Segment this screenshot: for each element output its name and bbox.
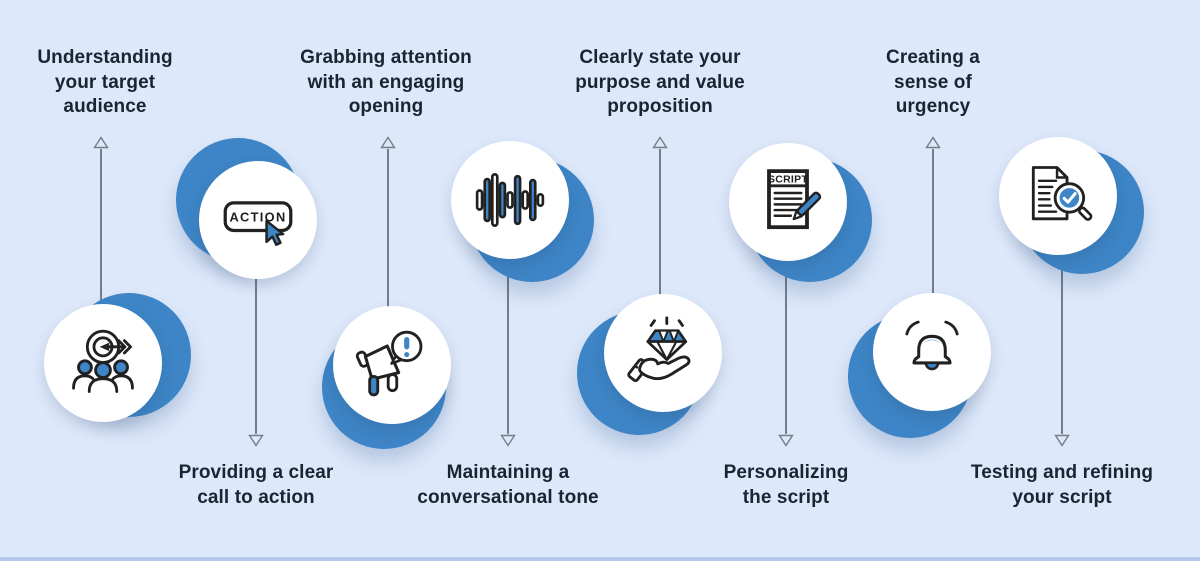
step-4-connector-arrow (500, 266, 516, 447)
step-6-connector-arrow (778, 266, 794, 447)
action-button-label: ACTION (229, 209, 286, 224)
step-1-icon-circle (44, 304, 162, 422)
arrow-up-icon (925, 136, 941, 149)
arrow-up-icon (652, 136, 668, 149)
arrow-down-icon (778, 434, 794, 447)
step-3-label: Grabbing attention with an engaging open… (300, 47, 472, 117)
voice-waveform-icon (475, 173, 545, 227)
step-1-label: Understanding your target audience (37, 47, 173, 117)
step-5-label: Clearly state your purpose and value pro… (575, 47, 745, 117)
arrow-up-icon (380, 136, 396, 149)
step-5-connector-arrow (652, 136, 668, 317)
script-document-icon: SCRIPT (767, 169, 822, 230)
step-1-connector-arrow (93, 136, 109, 317)
script-header-label: SCRIPT (768, 175, 808, 186)
arrow-down-icon (500, 434, 516, 447)
step-8-connector-arrow (1054, 266, 1070, 447)
step-8-label: Testing and refining your script (970, 462, 1154, 508)
urgency-bell-icon (905, 320, 959, 371)
step-4-icon-circle (451, 141, 569, 259)
step-3-connector-arrow (380, 136, 396, 317)
step-2-icon-circle: ACTION (199, 161, 317, 279)
arrow-down-icon (248, 434, 264, 447)
step-6-label: Personalizing the script (723, 462, 849, 508)
target-audience-icon (72, 329, 134, 393)
arrow-up-icon (93, 136, 109, 149)
bottom-accent-bar (0, 557, 1200, 561)
test-refine-magnifier-icon (1031, 166, 1093, 221)
step-7-icon-circle (873, 293, 991, 411)
step-4-label: Maintaining a conversational tone (417, 462, 599, 508)
step-5-icon-circle (604, 294, 722, 412)
step-2-connector-arrow (248, 266, 264, 447)
arrow-down-icon (1054, 434, 1070, 447)
step-3-icon-circle (333, 306, 451, 424)
call-to-action-icon: ACTION (223, 201, 293, 246)
megaphone-announcement-icon (355, 330, 423, 397)
step-6-icon-circle: SCRIPT (729, 143, 847, 261)
step-2-label: Providing a clear call to action (178, 462, 334, 508)
value-proposition-diamond-icon (627, 316, 691, 383)
step-7-connector-arrow (925, 136, 941, 317)
step-7-label: Creating a sense of urgency (886, 47, 980, 117)
step-8-icon-circle (999, 137, 1117, 255)
